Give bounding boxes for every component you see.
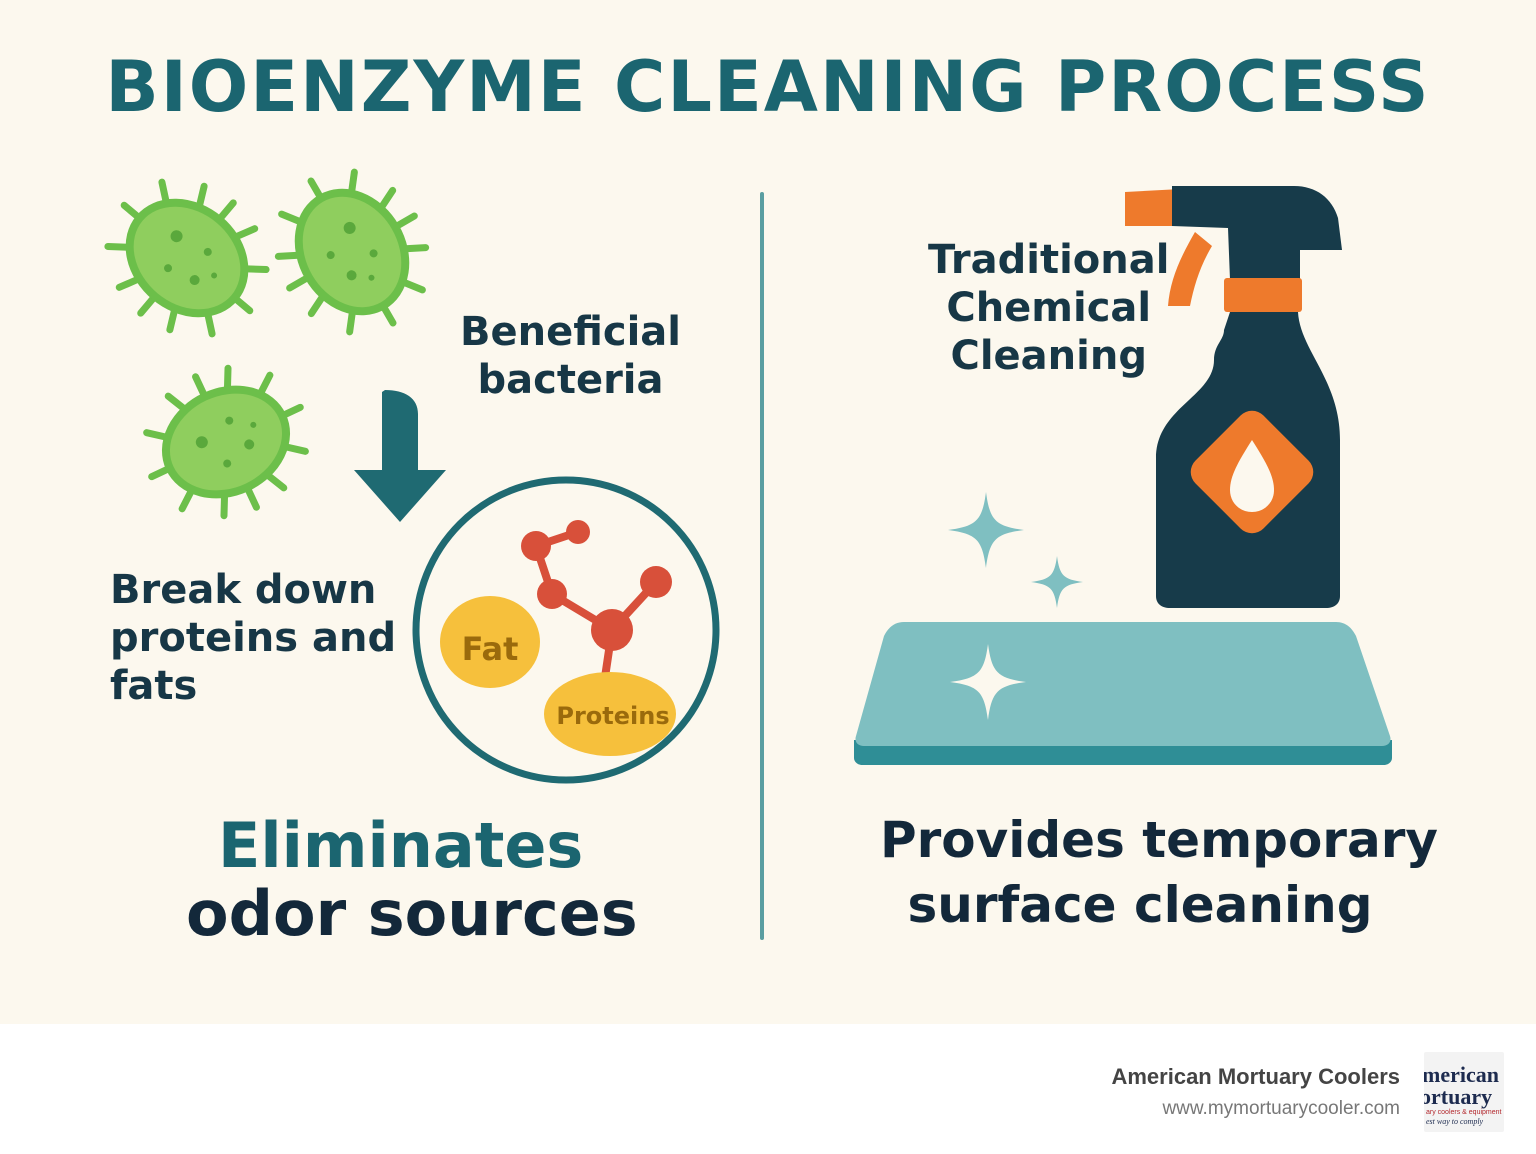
sparkle-icon <box>948 492 1024 568</box>
spray-bottle-icon <box>1125 186 1342 608</box>
brand-url[interactable]: www.mymortuarycooler.com <box>1162 1098 1400 1119</box>
fat-label: Fat <box>462 630 519 668</box>
brand-name: American Mortuary Coolers <box>1111 1064 1400 1089</box>
surface-icon <box>854 622 1392 765</box>
illustration-canvas: Fat Proteins <box>0 0 1392 784</box>
arrow-down-icon <box>354 390 446 522</box>
bacteria-icon <box>121 342 330 542</box>
beneficial-bacteria-label: Beneficial bacteria <box>460 309 681 403</box>
molecule-icon <box>521 520 672 688</box>
bacteria-icon <box>249 145 456 359</box>
fat-blob <box>440 596 540 688</box>
enzyme-circle <box>412 476 720 784</box>
sparkle-icon <box>1031 556 1083 608</box>
page-title: BIOENZYME CLEANING PROCESS <box>105 46 1431 128</box>
company-logo: merican ortuary ary coolers & equipment … <box>1424 1052 1504 1132</box>
break-down-label: Break down proteins and fats <box>110 567 397 709</box>
proteins-blob <box>544 672 676 756</box>
odor-sources-label: odor sources <box>186 877 638 950</box>
eliminates-label: Eliminates <box>218 809 584 882</box>
traditional-cleaning-label: Traditional Chemical Cleaning <box>928 237 1170 379</box>
bacteria-icon <box>78 150 296 366</box>
center-divider <box>760 192 764 940</box>
provides-cleaning-label: Provides temporary surface cleaning <box>880 811 1438 934</box>
footer <box>0 1024 1536 1154</box>
proteins-label: Proteins <box>556 702 669 730</box>
